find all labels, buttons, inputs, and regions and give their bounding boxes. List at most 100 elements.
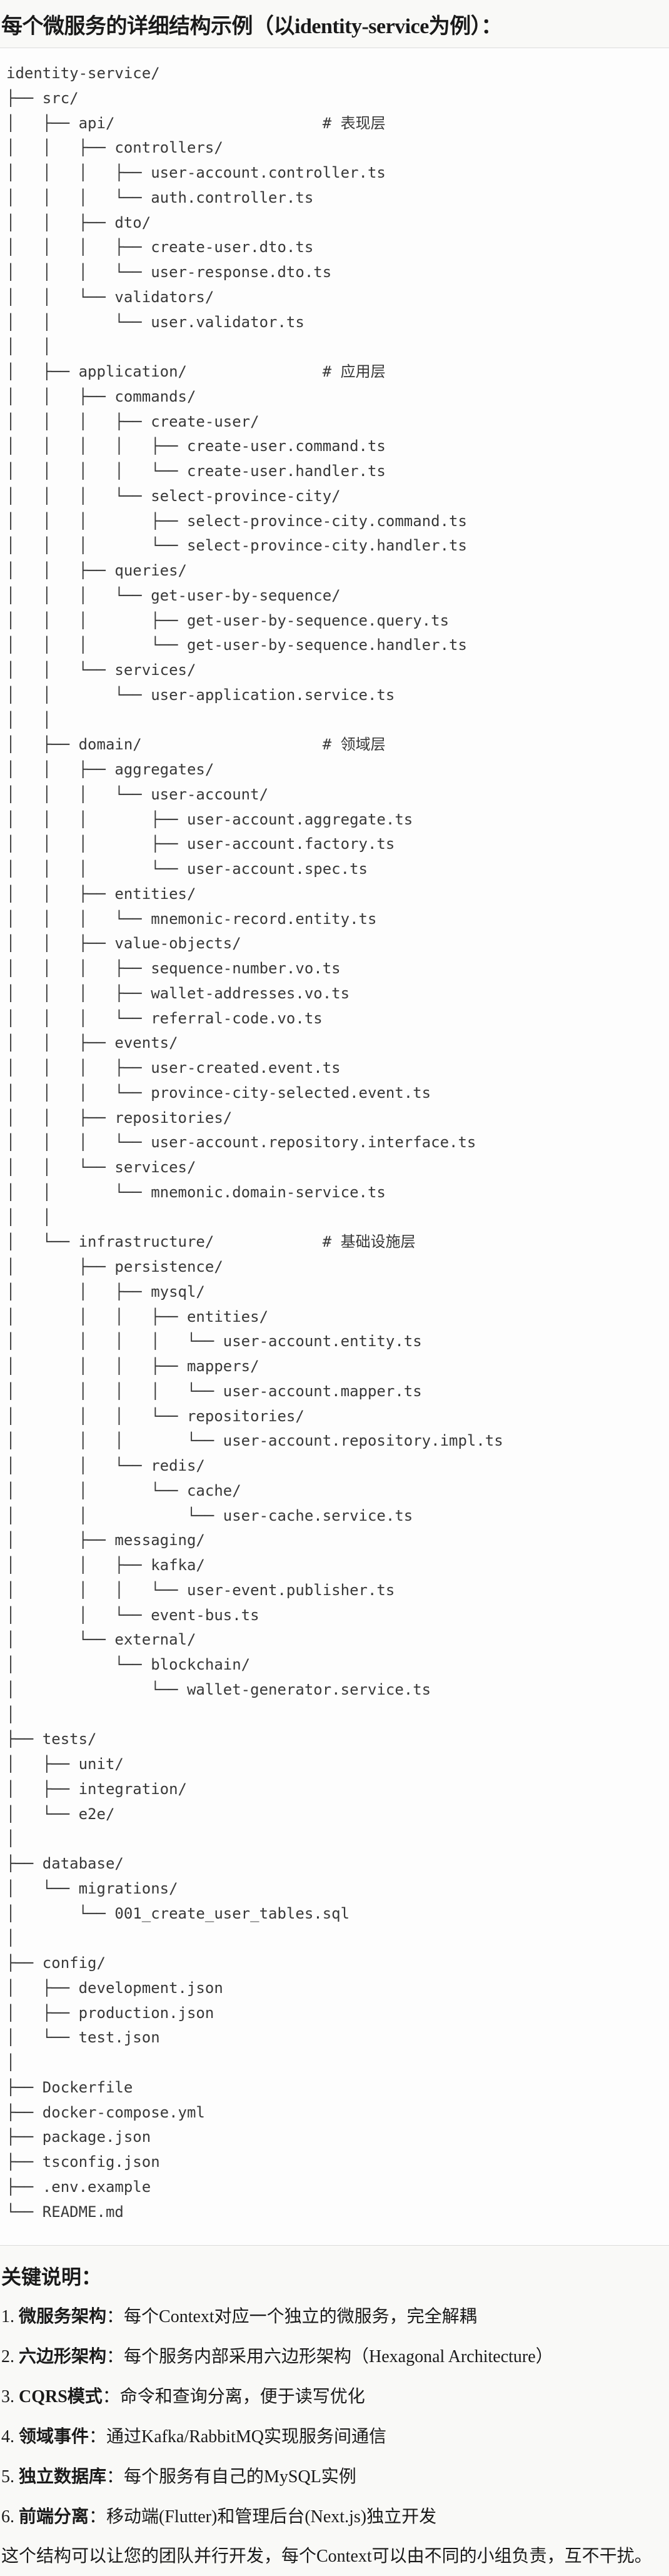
tree-line: │ ├── development.json <box>6 1979 223 1997</box>
tree-line: │ │ └── services/ <box>6 1159 196 1176</box>
tree-line: ├── tests/ <box>6 1730 97 1748</box>
tree-line: │ │ └── user.validator.ts <box>6 313 304 331</box>
tree-line: │ └── external/ <box>6 1631 196 1649</box>
tree-line: │ │ <box>6 711 52 729</box>
tree-line: └── README.md <box>6 2203 124 2221</box>
tree-line: ├── database/ <box>6 1855 124 1872</box>
note-number: 5. <box>1 2467 19 2487</box>
tree-line: │ │ ├── aggregates/ <box>6 761 214 778</box>
tree-line: │ │ │ └── repositories/ <box>6 1407 304 1425</box>
note-number: 6. <box>1 2507 19 2527</box>
tree-line: ├── package.json <box>6 2128 151 2146</box>
tree-line: │ │ │ │ ├── create-user.command.ts <box>6 437 386 455</box>
note-item: 2. 六边形架构：每个服务内部采用六边形架构（Hexagonal Archite… <box>1 2337 669 2377</box>
tree-line: │ │ ├── mysql/ <box>6 1282 205 1301</box>
closing-text: 这个结构可以让您的团队并行开发，每个Context可以由不同的小组负责，互不干扰… <box>1 2547 652 2566</box>
tree-line: │ │ │ ├── entities/ <box>6 1307 269 1326</box>
tree-line: │ ├── persistence/ <box>6 1258 223 1275</box>
tree-line: │ <box>6 1705 16 1723</box>
tree-line: │ │ │ ├── sequence-number.vo.ts <box>6 960 341 977</box>
note-number: 2. <box>1 2347 19 2366</box>
tree-line: │ │ │ └── select-province-city.handler.t… <box>6 537 467 555</box>
tree-line: │ ├── api/ # 表现层 <box>6 114 386 132</box>
tree-line: │ │ │ ├── user-created.event.ts <box>6 1059 341 1077</box>
tree-line: │ │ ├── value-objects/ <box>6 935 241 953</box>
tree-line: │ │ └── mnemonic.domain-service.ts <box>6 1183 386 1201</box>
tree-line: │ │ │ └── auth.controller.ts <box>6 188 314 206</box>
tree-line: identity-service/ <box>6 64 160 82</box>
tree-line: │ │ ├── commands/ <box>6 387 196 405</box>
tree-line: │ │ │ └── user-account.repository.impl.t… <box>6 1432 503 1450</box>
note-description: ：每个Context对应一个独立的微服务，完全解耦 <box>106 2307 477 2326</box>
tree-line: │ │ ├── events/ <box>6 1034 178 1052</box>
tree-line: │ │ ├── repositories/ <box>6 1108 233 1127</box>
tree-line: │ │ └── event-bus.ts <box>6 1606 259 1624</box>
tree-line: │ │ │ │ └── user-account.mapper.ts <box>6 1382 422 1400</box>
note-description: ：通过Kafka/RabbitMQ实现服务间通信 <box>89 2427 386 2447</box>
tree-line: │ └── blockchain/ <box>6 1656 251 1673</box>
note-number: 4. <box>1 2427 19 2447</box>
tree-line: │ ├── messaging/ <box>6 1531 205 1549</box>
tree-line: │ │ │ ├── select-province-city.command.t… <box>6 512 467 530</box>
note-description: ：命令和查询分离，便于读写优化 <box>102 2387 365 2406</box>
tree-line: │ │ <box>6 338 52 356</box>
note-term: CQRS模式 <box>19 2387 103 2406</box>
tree-line: │ │ │ ├── get-user-by-sequence.query.ts <box>6 611 450 629</box>
tree-line: │ │ │ └── select-province-city/ <box>6 487 341 505</box>
tree-line: │ │ <box>6 1208 52 1226</box>
tree-line: │ │ │ └── user-response.dto.ts <box>6 263 332 281</box>
note-number: 3. <box>1 2387 19 2406</box>
tree-line: │ │ │ ├── user-account.factory.ts <box>6 835 395 853</box>
code-block: identity-service/├── src/│ ├── api/ # 表现… <box>0 48 669 2246</box>
tree-line: │ │ ├── entities/ <box>6 885 196 903</box>
note-term: 六边形架构 <box>19 2347 107 2366</box>
tree-line: │ │ │ └── user-event.publisher.ts <box>6 1581 395 1599</box>
directory-tree: identity-service/├── src/│ ├── api/ # 表现… <box>6 61 669 2224</box>
tree-line: │ ├── integration/ <box>6 1780 187 1798</box>
note-description: ：每个服务内部采用六边形架构（Hexagonal Architecture） <box>106 2347 553 2366</box>
tree-line: ├── Dockerfile <box>6 2078 133 2096</box>
tree-line: │ │ │ ├── mappers/ <box>6 1357 259 1375</box>
tree-line: ├── tsconfig.json <box>6 2153 160 2171</box>
note-term: 独立数据库 <box>19 2467 107 2487</box>
note-description: ：移动端(Flutter)和管理后台(Next.js)独立开发 <box>89 2507 437 2527</box>
tree-line: │ │ └── services/ <box>6 661 196 679</box>
tree-line: │ └── migrations/ <box>6 1879 178 1897</box>
note-item: 5. 独立数据库：每个服务有自己的MySQL实例 <box>1 2457 669 2497</box>
tree-line: │ <box>6 1830 16 1848</box>
tree-line: ├── .env.example <box>6 2178 151 2196</box>
tree-line: │ │ │ └── user-account.repository.interf… <box>6 1133 476 1152</box>
tree-line: │ │ ├── controllers/ <box>6 139 223 157</box>
tree-line: │ └── test.json <box>6 2029 160 2047</box>
tree-line: │ │ └── user-application.service.ts <box>6 686 395 704</box>
note-item: 4. 领域事件：通过Kafka/RabbitMQ实现服务间通信 <box>1 2417 669 2457</box>
tree-line: │ │ │ └── get-user-by-sequence.handler.t… <box>6 636 467 654</box>
tree-line: │ │ ├── kafka/ <box>6 1556 205 1574</box>
note-item: 6. 前端分离：移动端(Flutter)和管理后台(Next.js)独立开发 <box>1 2497 669 2537</box>
tree-line: ├── docker-compose.yml <box>6 2103 205 2121</box>
tree-line: │ │ │ ├── wallet-addresses.vo.ts <box>6 984 350 1002</box>
tree-line: │ ├── domain/ # 领域层 <box>6 736 386 754</box>
tree-line: │ │ │ └── user-account/ <box>6 785 269 803</box>
tree-line: │ │ └── validators/ <box>6 288 214 306</box>
tree-line: │ │ └── redis/ <box>6 1457 205 1474</box>
tree-line: │ │ │ ├── user-account.controller.ts <box>6 164 386 181</box>
tree-line: │ │ └── cache/ <box>6 1481 241 1499</box>
tree-line: ├── config/ <box>6 1954 106 1972</box>
note-term: 前端分离 <box>19 2507 89 2527</box>
tree-line: │ ├── application/ # 应用层 <box>6 363 386 380</box>
tree-line: │ │ ├── dto/ <box>6 213 151 231</box>
tree-line: │ <box>6 1929 16 1947</box>
page-title: 每个微服务的详细结构示例（以identity-service为例）： <box>1 14 502 38</box>
note-item: 3. CQRS模式：命令和查询分离，便于读写优化 <box>1 2377 669 2417</box>
tree-line: │ └── e2e/ <box>6 1805 115 1823</box>
tree-line: │ │ │ └── referral-code.vo.ts <box>6 1009 323 1027</box>
tree-line: │ │ │ ├── user-account.aggregate.ts <box>6 810 413 828</box>
tree-line: │ <box>6 2054 16 2071</box>
note-number: 1. <box>1 2307 19 2326</box>
tree-line: │ │ │ └── get-user-by-sequence/ <box>6 586 341 604</box>
tree-line: │ └── infrastructure/ # 基础设施层 <box>6 1233 416 1251</box>
tree-line: │ │ │ │ └── user-account.entity.ts <box>6 1332 422 1351</box>
